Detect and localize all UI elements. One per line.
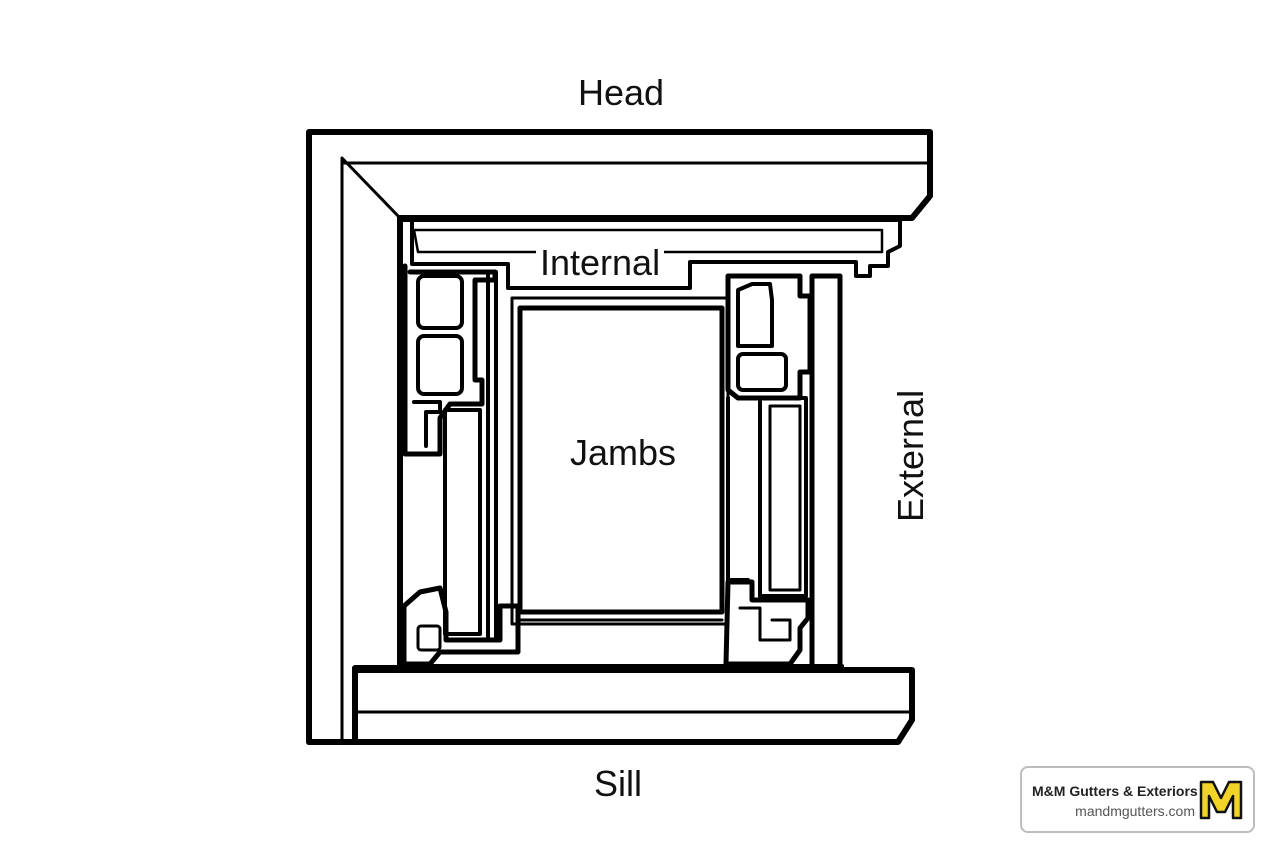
sill-board — [306, 667, 915, 745]
left-bottom-profile — [401, 585, 521, 667]
head-track — [400, 218, 902, 290]
sill-label: Sill — [594, 763, 643, 804]
glass-pane — [517, 305, 725, 615]
mm-logo-icon — [1199, 780, 1243, 820]
left-sash-rib — [412, 400, 442, 448]
left-sash-chamber-1 — [416, 274, 464, 330]
left-rail-2 — [486, 270, 498, 642]
right-bottom-detail — [738, 606, 792, 642]
right-jamb-post — [809, 273, 843, 671]
right-rail-2 — [758, 396, 808, 598]
head-label: Head — [578, 72, 665, 113]
right-sash-outer — [725, 273, 813, 401]
right-sash-chamber-1 — [736, 282, 774, 348]
left-sash-chamber-2 — [416, 334, 464, 396]
company-logo-badge: M&M Gutters & Exteriors mandmgutters.com — [1020, 766, 1255, 833]
right-sash-chamber-2 — [736, 352, 788, 392]
external-label: External — [890, 389, 931, 522]
left-bottom-chamber — [416, 624, 442, 652]
head-track-inner — [412, 228, 884, 254]
right-rail — [726, 396, 750, 582]
company-name: M&M Gutters & Exteriors — [1032, 783, 1198, 799]
right-rail-inner — [768, 404, 802, 592]
internal-label: Internal — [536, 242, 665, 284]
company-url: mandmgutters.com — [1075, 803, 1195, 819]
jambs-label: Jambs — [570, 432, 677, 473]
left-rail — [443, 408, 482, 636]
head-bevel — [340, 156, 932, 744]
